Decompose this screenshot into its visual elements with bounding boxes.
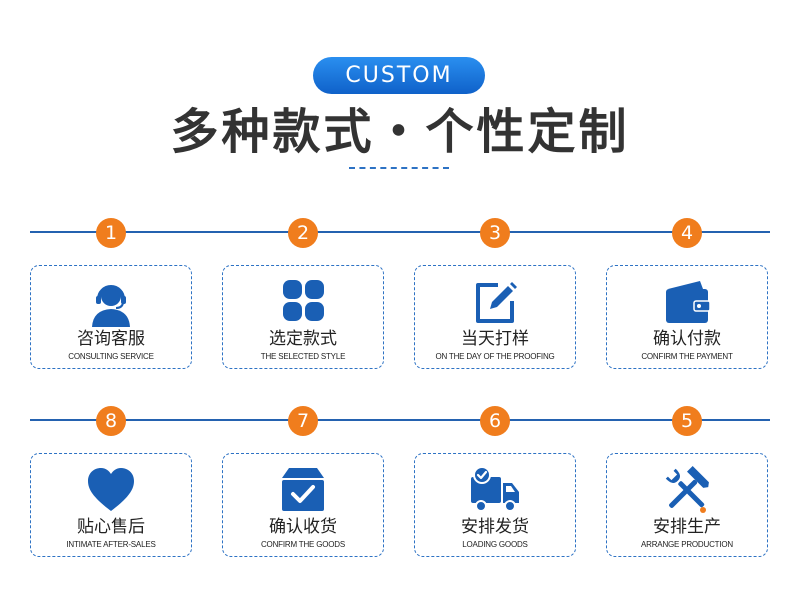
truck-icon (468, 465, 522, 515)
grid-icon (276, 277, 330, 327)
step-title: 当天打样 (461, 329, 529, 349)
step-number-badge: 5 (672, 406, 702, 436)
step-title: 确认付款 (653, 329, 721, 349)
step-number-badge: 8 (96, 406, 126, 436)
step-subtitle: THE SELECTED STYLE (260, 352, 346, 361)
step-title: 安排发货 (461, 517, 529, 537)
timeline-row-1 (30, 231, 770, 233)
step-title: 确认收货 (269, 517, 337, 537)
step-subtitle: ARRANGE PRODUCTION (641, 540, 733, 549)
headset-icon (84, 277, 138, 327)
step-subtitle: CONFIRM THE PAYMENT (641, 352, 733, 361)
step-number-badge: 2 (288, 218, 318, 248)
step-subtitle: ON THE DAY OF THE PROOFING (435, 352, 555, 361)
step-card-confirm-goods: 确认收货 CONFIRM THE GOODS (222, 453, 384, 557)
step-title: 选定款式 (269, 329, 337, 349)
step-number-badge: 1 (96, 218, 126, 248)
step-subtitle: CONFIRM THE GOODS (260, 540, 345, 549)
step-subtitle: CONSULTING SERVICE (68, 352, 154, 361)
step-card-proofing: 当天打样 ON THE DAY OF THE PROOFING (414, 265, 576, 369)
box-check-icon (276, 465, 330, 515)
step-card-payment: 确认付款 CONFIRM THE PAYMENT (606, 265, 768, 369)
tools-icon (660, 465, 714, 515)
step-number-badge: 3 (480, 218, 510, 248)
custom-badge: CUSTOM (313, 57, 485, 94)
step-title: 安排生产 (653, 517, 721, 537)
step-number-badge: 4 (672, 218, 702, 248)
step-number-badge: 7 (288, 406, 318, 436)
page-title: 多种款式・个性定制 (170, 104, 630, 160)
step-card-select-style: 选定款式 THE SELECTED STYLE (222, 265, 384, 369)
step-subtitle: INTIMATE AFTER-SALES (66, 540, 156, 549)
wallet-icon (660, 277, 714, 327)
step-number-badge: 6 (480, 406, 510, 436)
title-divider (349, 167, 449, 169)
step-card-shipping: 安排发货 LOADING GOODS (414, 453, 576, 557)
heart-icon (84, 465, 138, 515)
step-card-consulting: 咨询客服 CONSULTING SERVICE (30, 265, 192, 369)
step-title: 咨询客服 (77, 329, 145, 349)
step-card-production: 安排生产 ARRANGE PRODUCTION (606, 453, 768, 557)
step-card-after-sales: 贴心售后 INTIMATE AFTER-SALES (30, 453, 192, 557)
step-title: 贴心售后 (77, 517, 145, 537)
timeline-row-2 (30, 419, 770, 421)
step-subtitle: LOADING GOODS (462, 540, 528, 549)
edit-icon (468, 277, 522, 327)
